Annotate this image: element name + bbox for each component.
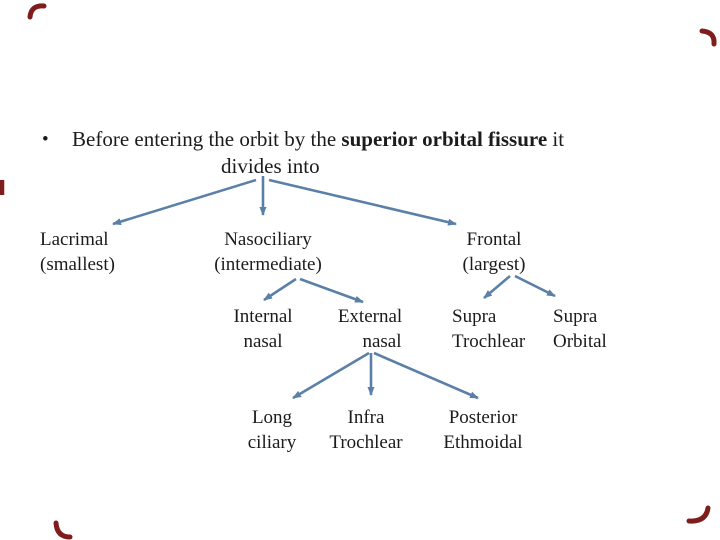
node-label: Frontal [466,229,522,250]
title-text-bold: superior orbital fissure [341,127,548,151]
level1-connectors [112,176,457,226]
border-corner-bottom-right-mark [686,505,711,524]
connector-frontal-to-supra-trochlear [483,275,511,299]
connector-frontal-to-supra-orbital [514,274,556,298]
node-label: Supra [553,306,598,327]
node-label: nasal [243,331,283,352]
node-label: Nasociliary [224,229,312,250]
level2-connectors [263,274,556,304]
node-label: External [337,306,403,327]
connector-nasociliary-to-internal-nasal [263,277,297,302]
title-line-1: Before entering the orbit by the superio… [40,126,620,153]
node-label: Supra [452,306,497,327]
level3-connectors [292,351,479,400]
node-lacrimal: Lacrimal (smallest) [40,227,115,277]
node-supra-orbital: Supra Orbital [553,304,607,354]
node-note: (smallest) [40,254,115,275]
connector-root-to-lacrimal [112,178,257,226]
node-supra-trochlear: Supra Trochlear [452,304,525,354]
border-corner-top-right-mark [699,28,717,47]
title-text-after: it [547,127,565,151]
title-text-before: Before entering the orbit by the [72,127,342,151]
node-label: ciliary [247,432,297,453]
border-corner-top-left-mark [27,3,47,20]
node-label: Ethmoidal [443,432,523,453]
node-nasociliary: Nasociliary (intermediate) [188,227,348,277]
border-corner-bottom-left-mark [53,520,73,540]
node-label: Orbital [553,331,607,352]
node-external-nasal: External nasal [320,304,420,354]
connector-external-nasal-to-long-ciliary [292,351,370,400]
node-label: Posterior [448,407,518,428]
node-note: (intermediate) [214,254,322,275]
connector-nasociliary-to-external-nasal [299,277,364,304]
node-note: (largest) [462,254,526,275]
node-label: Long [251,407,293,428]
bullet-marker: • [42,129,49,150]
node-label: nasal [362,331,402,352]
node-posterior-ethmoidal: Posterior Ethmoidal [423,405,543,455]
title-line-2: divides into [221,154,320,178]
slide-title: • Before entering the orbit by the super… [40,126,620,180]
node-frontal: Frontal (largest) [434,227,554,277]
node-label: Trochlear [452,331,526,352]
node-internal-nasal: Internal nasal [213,304,313,354]
connector-external-nasal-to-posterior-ethmoidal [373,351,479,400]
node-label: Internal [233,306,293,327]
node-label: Trochlear [329,432,403,453]
node-infra-trochlear: Infra Trochlear [316,405,416,455]
node-long-ciliary: Long ciliary [222,405,322,455]
connector-root-to-frontal [268,178,457,226]
node-label: Infra [347,407,385,428]
node-label: Lacrimal [40,229,109,250]
